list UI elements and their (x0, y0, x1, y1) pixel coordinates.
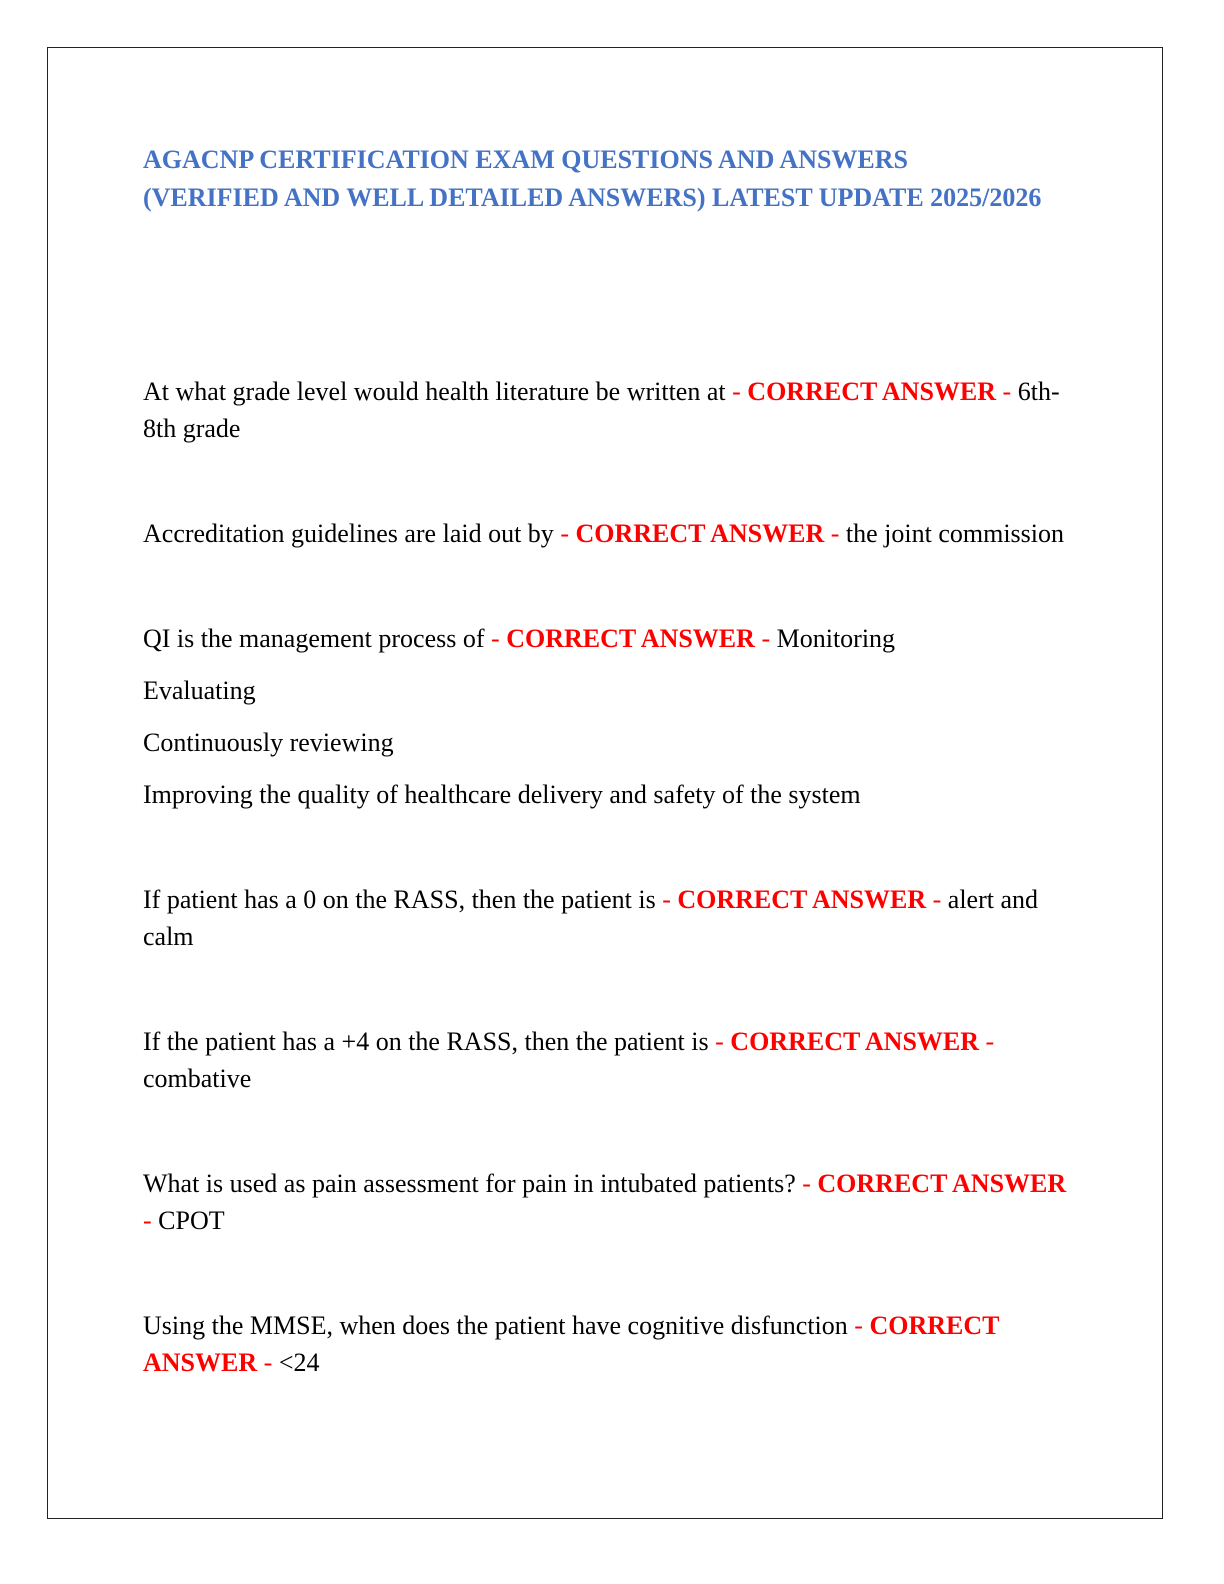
correct-answer-label: CORRECT ANSWER (677, 885, 927, 914)
qa-item: QI is the management process of - CORREC… (143, 620, 1078, 813)
answer-separator: - (715, 1027, 724, 1056)
answer-text: the joint commission (845, 519, 1065, 548)
answer-continuation-line: Continuously reviewing (143, 728, 394, 757)
answer-separator: - (560, 519, 569, 548)
document-title: AGACNP CERTIFICATION EXAM QUESTIONS AND … (143, 145, 1042, 212)
correct-answer-label: CORRECT ANSWER (575, 519, 825, 548)
answer-separator: - (932, 885, 942, 914)
answer-text: CPOT (158, 1206, 225, 1235)
answer-continuation-line: Improving the quality of healthcare deli… (143, 780, 861, 809)
correct-answer-label: CORRECT ANSWER (730, 1027, 980, 1056)
question-text: What is used as pain assessment for pain… (143, 1169, 796, 1198)
answer-text: Monitoring (776, 624, 896, 653)
answer-separator: - (491, 624, 500, 653)
answer-continuation-line: Evaluating (143, 676, 256, 705)
answer-separator: - (985, 1027, 995, 1056)
qa-item: What is used as pain assessment for pain… (143, 1165, 1078, 1239)
answer-separator: - (732, 377, 741, 406)
correct-answer-label: CORRECT ANSWER (506, 624, 755, 653)
question-text: Accreditation guidelines are laid out by (143, 519, 554, 548)
correct-answer-label: CORRECT ANSWER (143, 1311, 999, 1377)
answer-text: <24 (278, 1348, 320, 1377)
answer-separator: - (761, 624, 771, 653)
qa-item: Using the MMSE, when does the patient ha… (143, 1307, 1078, 1381)
question-text: QI is the management process of (143, 624, 485, 653)
correct-answer-label: CORRECT ANSWER (747, 377, 997, 406)
answer-separator: - (263, 1348, 273, 1377)
page-border (47, 47, 1163, 1519)
question-text: Using the MMSE, when does the patient ha… (143, 1311, 848, 1340)
answer-text: combative (143, 1064, 252, 1093)
answer-separator: - (662, 885, 671, 914)
question-text: At what grade level would health literat… (143, 377, 726, 406)
qa-item: If patient has a 0 on the RASS, then the… (143, 881, 1078, 955)
answer-separator: - (1002, 377, 1012, 406)
qa-list: At what grade level would health literat… (143, 373, 1078, 1449)
answer-text: alert and calm (143, 885, 1039, 951)
answer-text: 6th-8th grade (143, 377, 1060, 443)
answer-separator: - (802, 1169, 811, 1198)
question-text: If the patient has a +4 on the RASS, the… (143, 1027, 709, 1056)
qa-item: Accreditation guidelines are laid out by… (143, 515, 1078, 552)
answer-separator: - (143, 1206, 152, 1235)
answer-separator: - (830, 519, 840, 548)
qa-item: If the patient has a +4 on the RASS, the… (143, 1023, 1078, 1097)
question-text: If patient has a 0 on the RASS, then the… (143, 885, 656, 914)
qa-item: At what grade level would health literat… (143, 373, 1078, 447)
correct-answer-label: CORRECT ANSWER (817, 1169, 1067, 1198)
answer-separator: - (854, 1311, 863, 1340)
